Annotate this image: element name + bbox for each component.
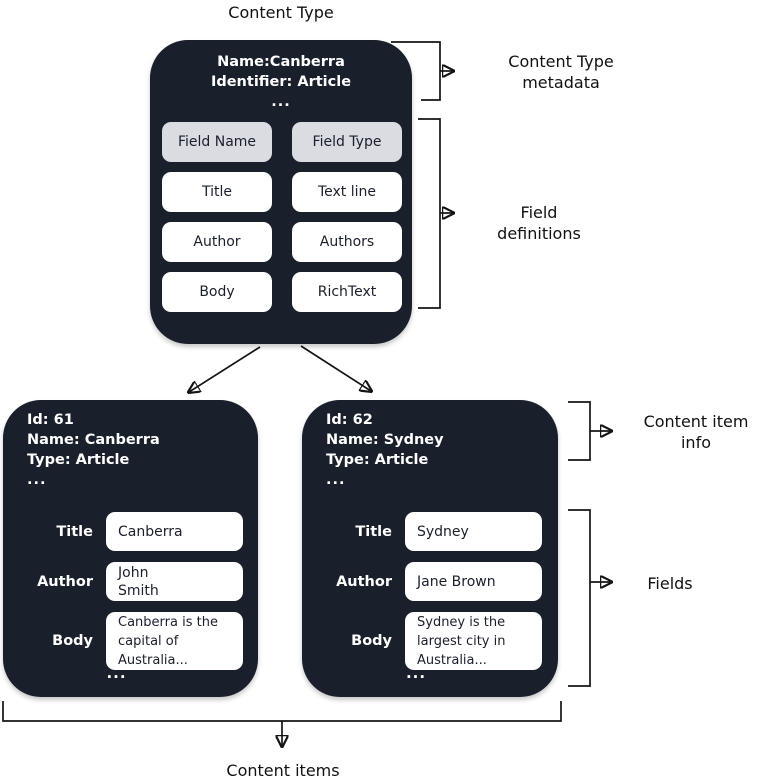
content-item-box-sydney: Id: 62 Name: Sydney Type: Article ... Ti… — [302, 400, 558, 697]
bracket-content-item-info — [568, 401, 591, 461]
annotation-content-item-info: Content item info — [643, 412, 749, 452]
content-type-box: Name:Canberra Identifier: Article ... Fi… — [150, 40, 412, 364]
field-label-author: Author — [336, 573, 392, 590]
field-label-body: Body — [52, 633, 93, 649]
content-type-footer-ellipsis: ... — [270, 346, 292, 364]
field-name-cell-title: Title — [162, 172, 272, 212]
field-type-cell-authors: Authors — [292, 222, 402, 262]
field-value-author: John Smith — [106, 562, 243, 601]
field-value-body: Sydney is the largest city in Australia.… — [405, 612, 542, 670]
item-id-line: Id: 61 — [27, 412, 74, 428]
content-type-ellipsis: ... — [271, 94, 291, 110]
header-cell-field-name: Field Name — [162, 122, 272, 162]
field-value-body: Canberra is the capital of Australia... — [106, 612, 243, 670]
bracket-fields — [568, 509, 591, 687]
annotation-fields: Fields — [647, 574, 693, 593]
item-footer-ellipsis: ... — [106, 664, 127, 682]
field-name-cell-body: Body — [162, 272, 272, 312]
field-value-title: Canberra — [106, 512, 243, 551]
field-label-author: Author — [37, 573, 93, 590]
item-name-line: Name: Sydney — [326, 432, 444, 448]
item-info-ellipsis: ... — [326, 472, 346, 488]
item-footer-ellipsis: ... — [405, 664, 427, 682]
field-label-title: Title — [56, 523, 93, 540]
item-type-line: Type: Article — [326, 452, 429, 468]
field-name-cell-author: Author — [162, 222, 272, 262]
field-value-title: Sydney — [405, 512, 542, 551]
header-cell-field-type: Field Type — [292, 122, 402, 162]
content-type-identifier-line: Identifier: Article — [210, 74, 352, 90]
field-type-cell-text-line: Text line — [292, 172, 402, 212]
item-info-block: Id: 62 Name: Sydney Type: Article ... — [326, 410, 546, 490]
bracket-field-definitions — [418, 118, 441, 309]
content-item-box-canberra: Id: 61 Name: Canberra Type: Article ... … — [3, 400, 258, 697]
field-type-cell-richtext: RichText — [292, 272, 402, 312]
item-name-line: Name: Canberra — [27, 432, 160, 448]
content-type-title: Content Type — [228, 3, 334, 22]
annotation-field-definitions: Field definitions — [497, 203, 581, 243]
content-type-metadata-block: Name:Canberra Identifier: Article ... — [150, 52, 412, 112]
bracket-content-items — [2, 701, 562, 722]
item-id-line: Id: 62 — [326, 412, 373, 428]
annotation-content-type-metadata: Content Type metadata — [508, 52, 614, 92]
field-label-title: Title — [355, 523, 392, 540]
content-type-name-line: Name:Canberra — [217, 54, 345, 70]
field-value-author: Jane Brown — [405, 562, 542, 601]
item-info-block: Id: 61 Name: Canberra Type: Article ... — [27, 410, 246, 490]
field-label-body: Body — [351, 633, 392, 649]
item-info-ellipsis: ... — [27, 472, 47, 488]
annotation-content-items: Content items — [226, 761, 340, 780]
item-type-line: Type: Article — [27, 452, 130, 468]
